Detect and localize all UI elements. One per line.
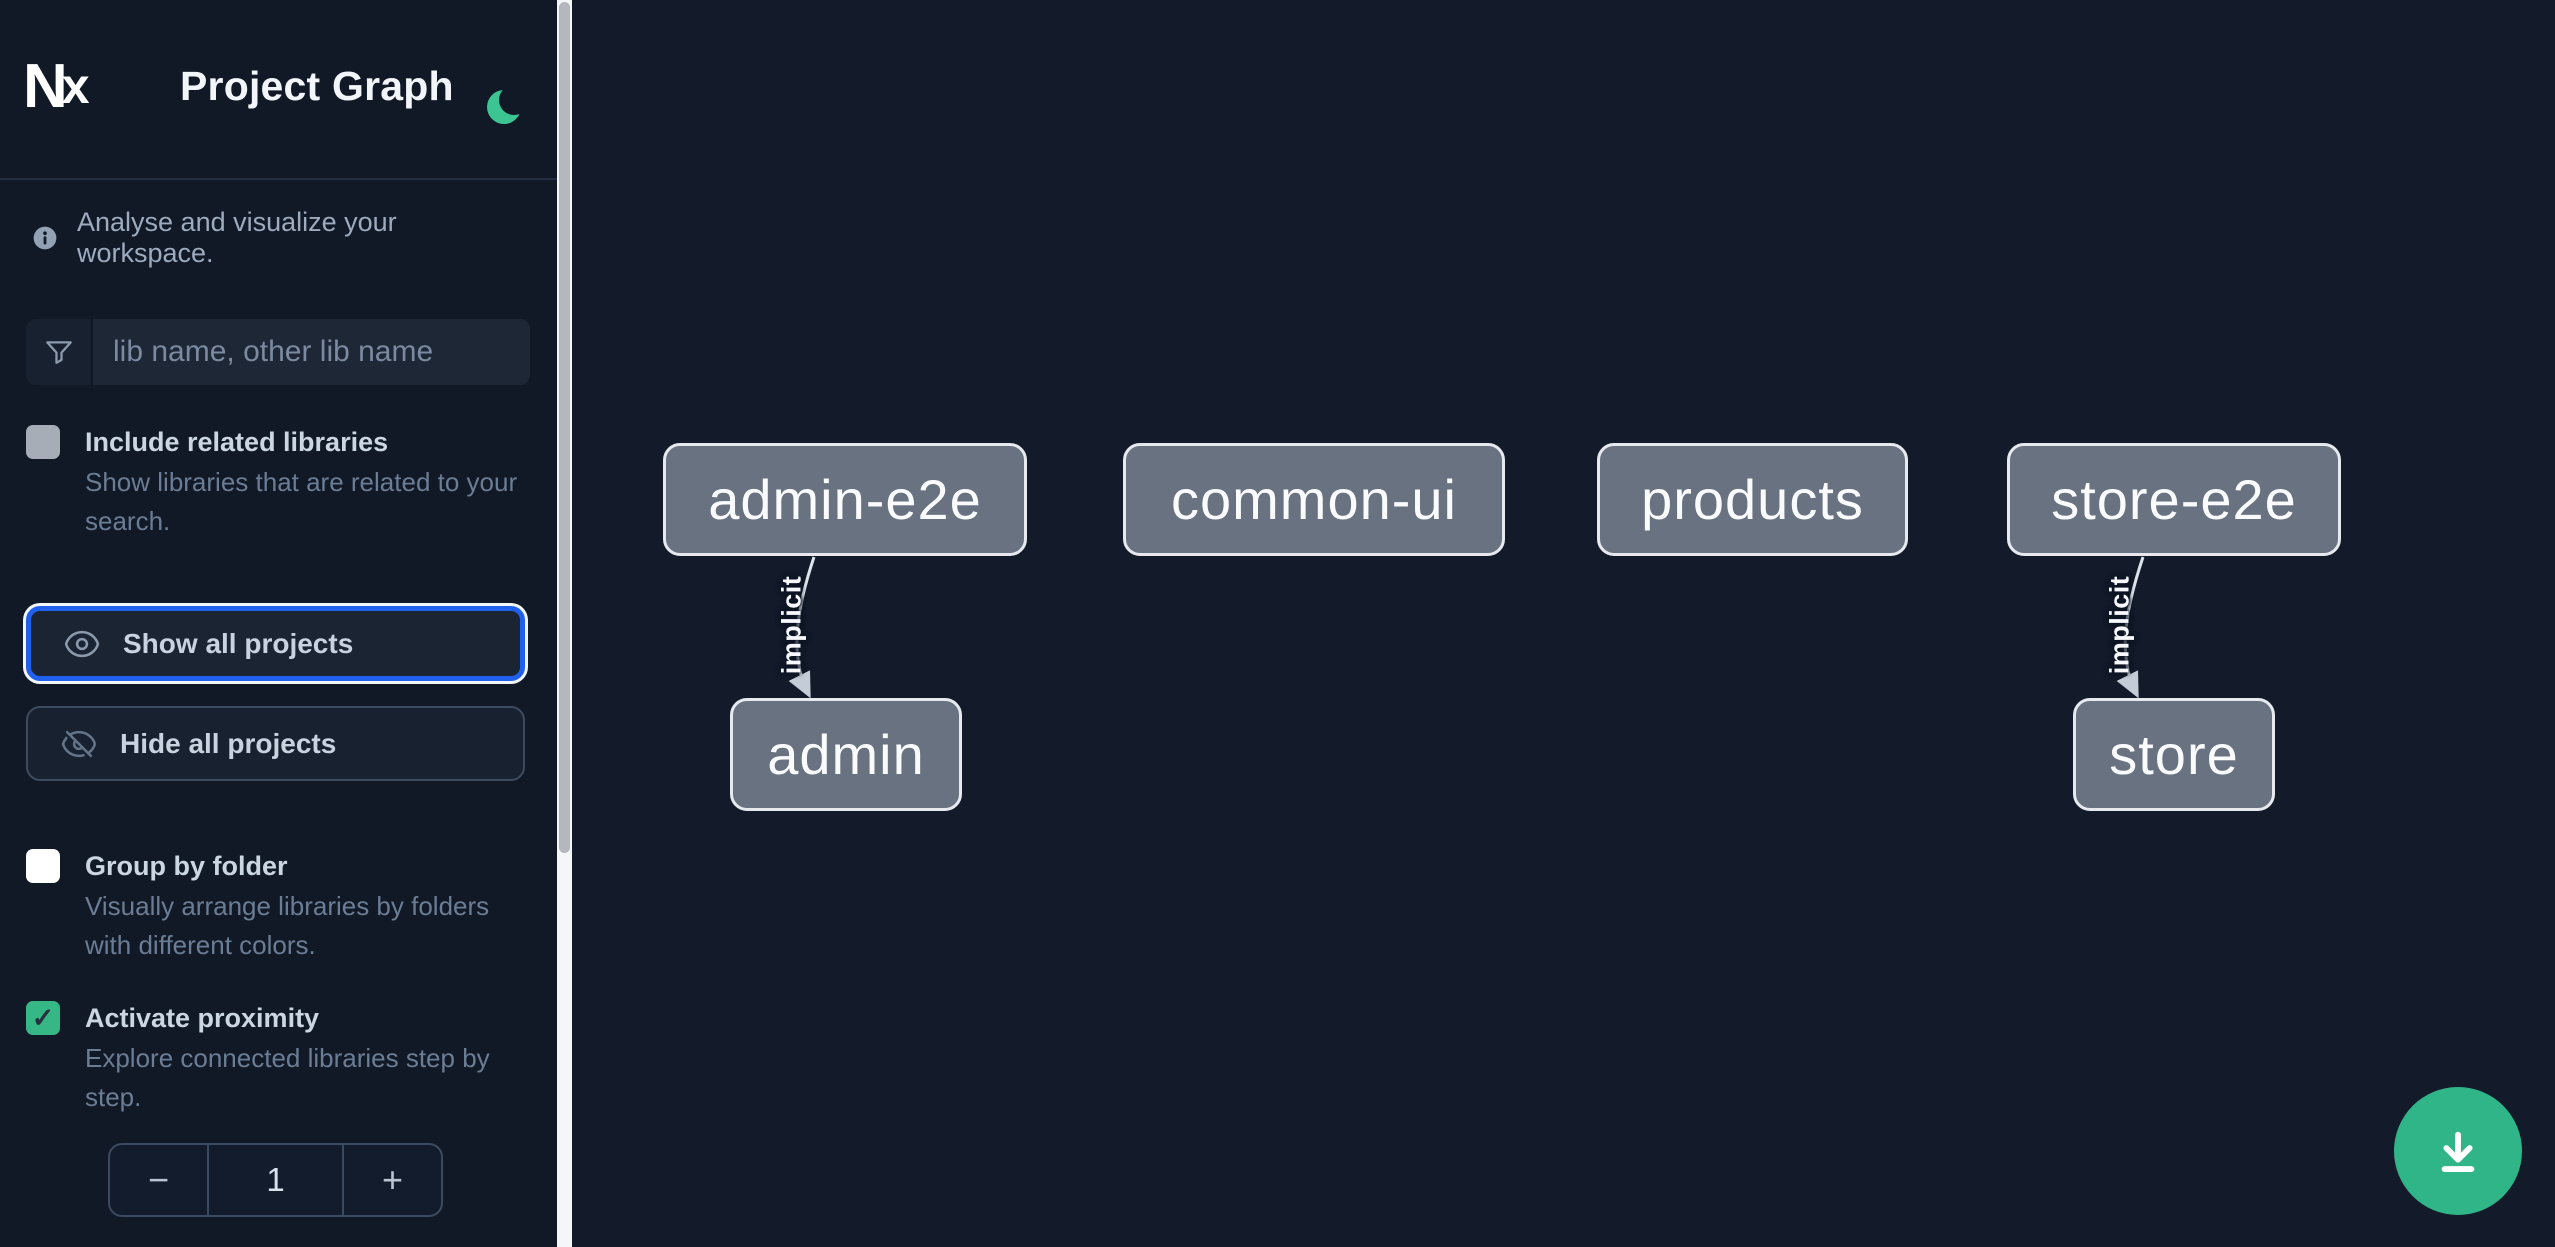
proximity-stepper: − 1 + bbox=[108, 1143, 443, 1217]
filter-input-group bbox=[26, 319, 530, 385]
show-all-projects-label: Show all projects bbox=[123, 627, 354, 659]
graph-node-store[interactable]: store bbox=[2073, 698, 2275, 811]
info-icon bbox=[33, 226, 57, 250]
intro-row: Analyse and visualize your workspace. bbox=[32, 207, 532, 269]
graph-edges bbox=[788, 556, 2145, 699]
graph-node-common-ui[interactable]: common-ui bbox=[1123, 443, 1505, 556]
nx-logo-n: N bbox=[23, 51, 68, 121]
download-graph-button[interactable] bbox=[2394, 1087, 2522, 1215]
graph-node-admin-e2e[interactable]: admin-e2e bbox=[663, 443, 1027, 556]
header-divider bbox=[0, 178, 557, 180]
filter-input[interactable] bbox=[93, 319, 530, 385]
edge-label-admin-e2e-admin: implicit bbox=[776, 575, 807, 675]
funnel-icon bbox=[26, 319, 93, 385]
page-title: Project Graph bbox=[180, 63, 454, 109]
sidebar-scrollbar-track bbox=[557, 0, 572, 1247]
intro-text: Analyse and visualize your workspace. bbox=[77, 207, 397, 268]
eye-off-icon bbox=[61, 730, 97, 757]
graph-node-store-e2e[interactable]: store-e2e bbox=[2007, 443, 2341, 556]
graph-node-products[interactable]: products bbox=[1597, 443, 1908, 556]
graph-canvas[interactable]: admin-e2e common-ui products store-e2e admin… bbox=[572, 0, 2555, 1247]
proximity-decrement-button[interactable]: − bbox=[110, 1145, 207, 1215]
graph-node-admin[interactable]: admin bbox=[730, 698, 962, 811]
group-by-folder-checkbox[interactable] bbox=[26, 849, 60, 883]
nx-logo-x: x bbox=[61, 58, 90, 114]
activate-proximity-checkbox[interactable]: ✓ bbox=[26, 1001, 60, 1035]
download-icon bbox=[2441, 1131, 2475, 1172]
theme-toggle-button[interactable] bbox=[462, 62, 529, 124]
group-by-folder-description: Visually arrange libraries by folders wi… bbox=[85, 891, 490, 960]
include-related-checkbox[interactable] bbox=[26, 425, 60, 459]
sidebar-scrollbar-thumb[interactable] bbox=[559, 2, 570, 853]
hide-all-projects-label: Hide all projects bbox=[120, 727, 337, 759]
activate-proximity-label: Activate proximity bbox=[85, 1003, 320, 1033]
group-by-folder-label: Group by folder bbox=[85, 851, 288, 881]
edge-store-e2e-store bbox=[2116, 556, 2145, 699]
hide-all-projects-button[interactable]: Hide all projects bbox=[26, 706, 525, 781]
proximity-value: 1 bbox=[207, 1145, 344, 1215]
edge-admin-e2e-admin bbox=[788, 556, 816, 699]
proximity-increment-button[interactable]: + bbox=[344, 1145, 441, 1215]
edge-label-store-e2e-store: implicit bbox=[2104, 575, 2135, 675]
eye-icon bbox=[64, 630, 100, 657]
show-all-projects-button[interactable]: Show all projects bbox=[26, 606, 525, 681]
include-related-description: Show libraries that are related to your … bbox=[85, 467, 518, 536]
include-related-label: Include related libraries bbox=[85, 427, 389, 457]
activate-proximity-description: Explore connected libraries step by step… bbox=[85, 1043, 490, 1112]
